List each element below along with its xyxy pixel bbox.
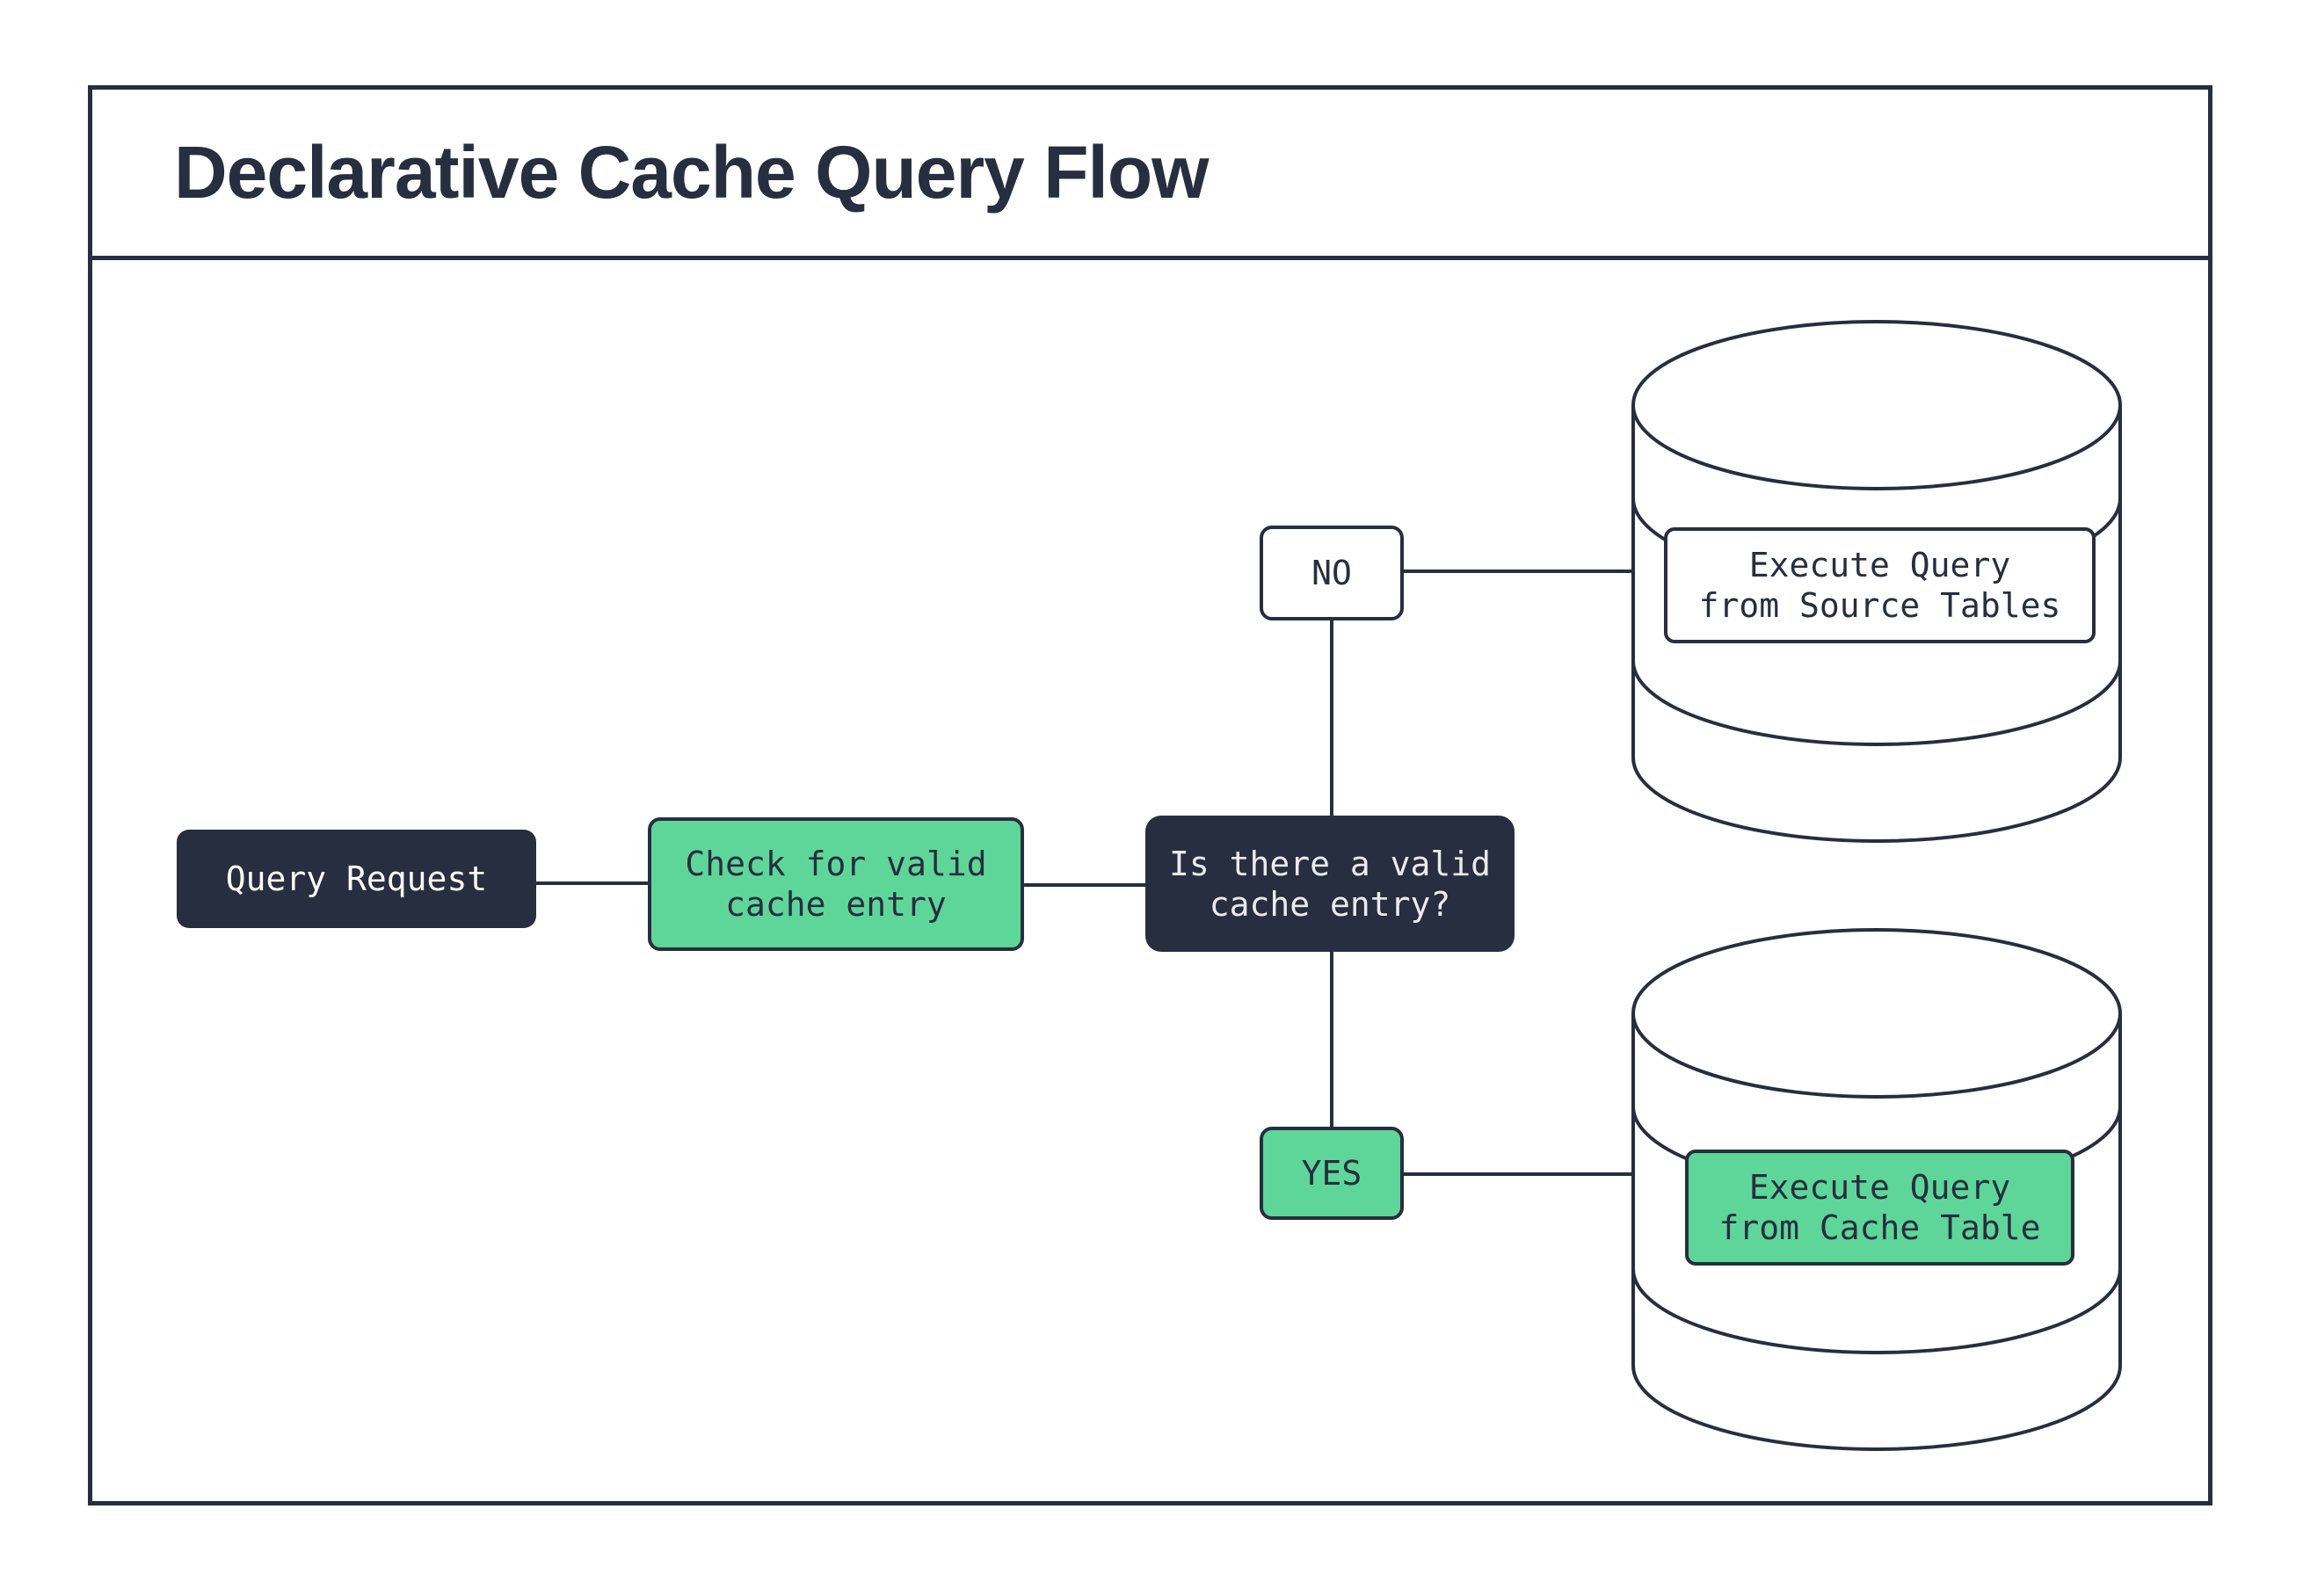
cache-database-cylinder: [1628, 926, 2125, 1454]
connector-yes-to-cache-db: [1404, 1172, 1633, 1176]
decision-node: Is there a valid cache entry?: [1145, 816, 1515, 952]
execute-cache-label: Execute Query from Cache Table: [1685, 1150, 2074, 1266]
yes-branch-node: YES: [1260, 1127, 1404, 1220]
page-title: Declarative Cache Query Flow: [174, 131, 1210, 214]
execute-source-label: Execute Query from Source Tables: [1664, 527, 2096, 643]
source-database-cylinder: [1628, 318, 2125, 845]
no-branch-node: NO: [1260, 526, 1404, 620]
check-cache-node: Check for valid cache entry: [648, 817, 1024, 951]
connector-decision-to-no: [1330, 620, 1333, 816]
connector-check-to-decision: [1024, 883, 1145, 887]
database-icon: [1631, 320, 2122, 843]
connector-no-to-source-db: [1404, 569, 1633, 573]
query-request-node: Query Request: [177, 830, 536, 928]
connector-query-to-check: [536, 881, 648, 885]
diagram-header: Declarative Cache Query Flow: [92, 90, 2208, 260]
database-icon: [1631, 928, 2122, 1451]
connector-decision-to-yes: [1330, 952, 1333, 1127]
